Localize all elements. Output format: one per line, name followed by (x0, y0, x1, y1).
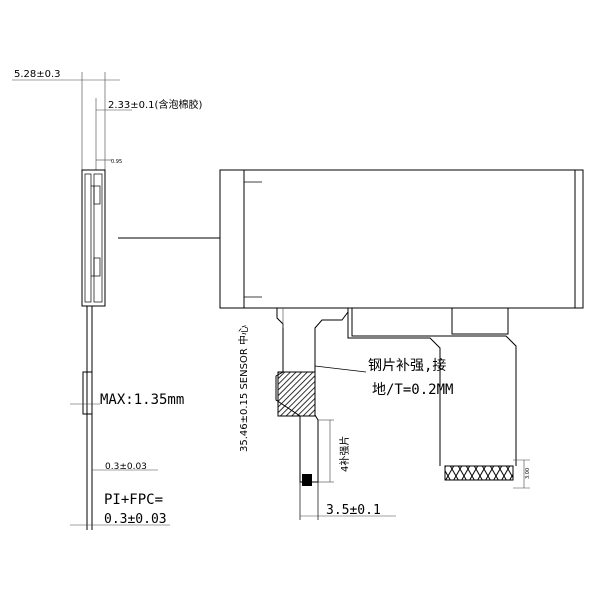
front-module-body (219, 169, 584, 309)
side-component (82, 371, 93, 415)
steel-stiffener-note-line2: 地/T=0.2MM (372, 382, 453, 398)
front-view (219, 169, 584, 520)
right-fpc (347, 308, 517, 466)
tail-pad (302, 474, 312, 486)
right-tab (451, 307, 509, 335)
fpc-thickness-top-label: 0.3±0.03 (105, 462, 147, 472)
side-view (12, 72, 220, 530)
pi-fpc-label: PI+FPC= (104, 492, 163, 508)
pi-fpc-value: 0.3±0.03 (104, 512, 167, 527)
connector-height-label: 3.00 (525, 468, 531, 479)
stiffener-length-label: 4补强片 (338, 436, 351, 472)
total-thickness-label: 5.28±0.3 (14, 69, 61, 80)
stiffener-width-label: 3.5±0.1 (326, 503, 381, 518)
side-module-body (81, 169, 106, 307)
panel-thickness-label: 2.33±0.1(含泡棉胶) (108, 98, 202, 111)
steel-stiffener-note-line1: 钢片补强,接 (368, 357, 446, 374)
sensor-distance-label: 35.46±0.15 SENSOR 中心 (237, 325, 250, 452)
connector-contacts (444, 465, 514, 481)
max-component-label: MAX:1.35mm (100, 392, 184, 408)
small-gap-label: 0.95 (111, 159, 122, 165)
steel-stiffener (277, 371, 316, 417)
